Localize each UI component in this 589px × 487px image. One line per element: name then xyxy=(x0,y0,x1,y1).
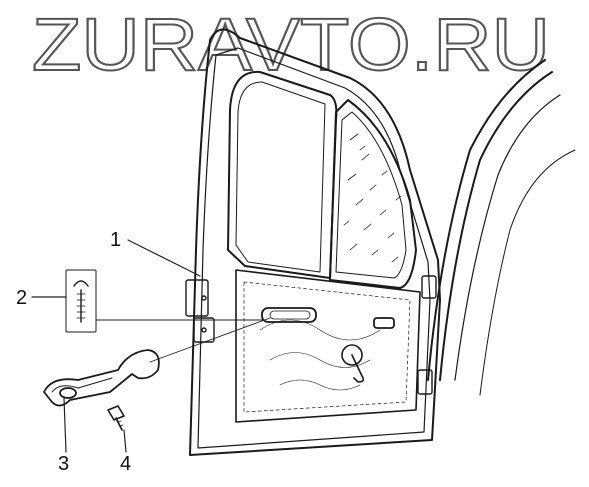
callout-2: 2 xyxy=(16,287,28,309)
callout-1: 1 xyxy=(110,229,122,251)
door-window xyxy=(227,70,417,289)
watermark: ZURAVTO.RU xyxy=(32,4,551,80)
leader-3 xyxy=(63,397,67,453)
leader-lines xyxy=(31,239,271,453)
window-crank xyxy=(341,344,365,383)
callout-3: 3 xyxy=(58,453,70,475)
inside-door-handle xyxy=(261,307,395,329)
leader-3b xyxy=(149,317,271,363)
part-4-bolt xyxy=(107,405,125,431)
leader-4 xyxy=(123,429,127,453)
part-2-screw xyxy=(65,269,97,333)
door-trim-panel xyxy=(235,269,421,423)
door-frame xyxy=(189,28,441,456)
watermark-text: ZURAVTO.RU xyxy=(32,4,550,80)
callout-4: 4 xyxy=(120,453,132,475)
part-3-handle xyxy=(43,349,160,407)
body-pillar xyxy=(427,59,576,396)
vent-glass-hatching xyxy=(343,133,402,263)
leader-1 xyxy=(127,239,201,277)
